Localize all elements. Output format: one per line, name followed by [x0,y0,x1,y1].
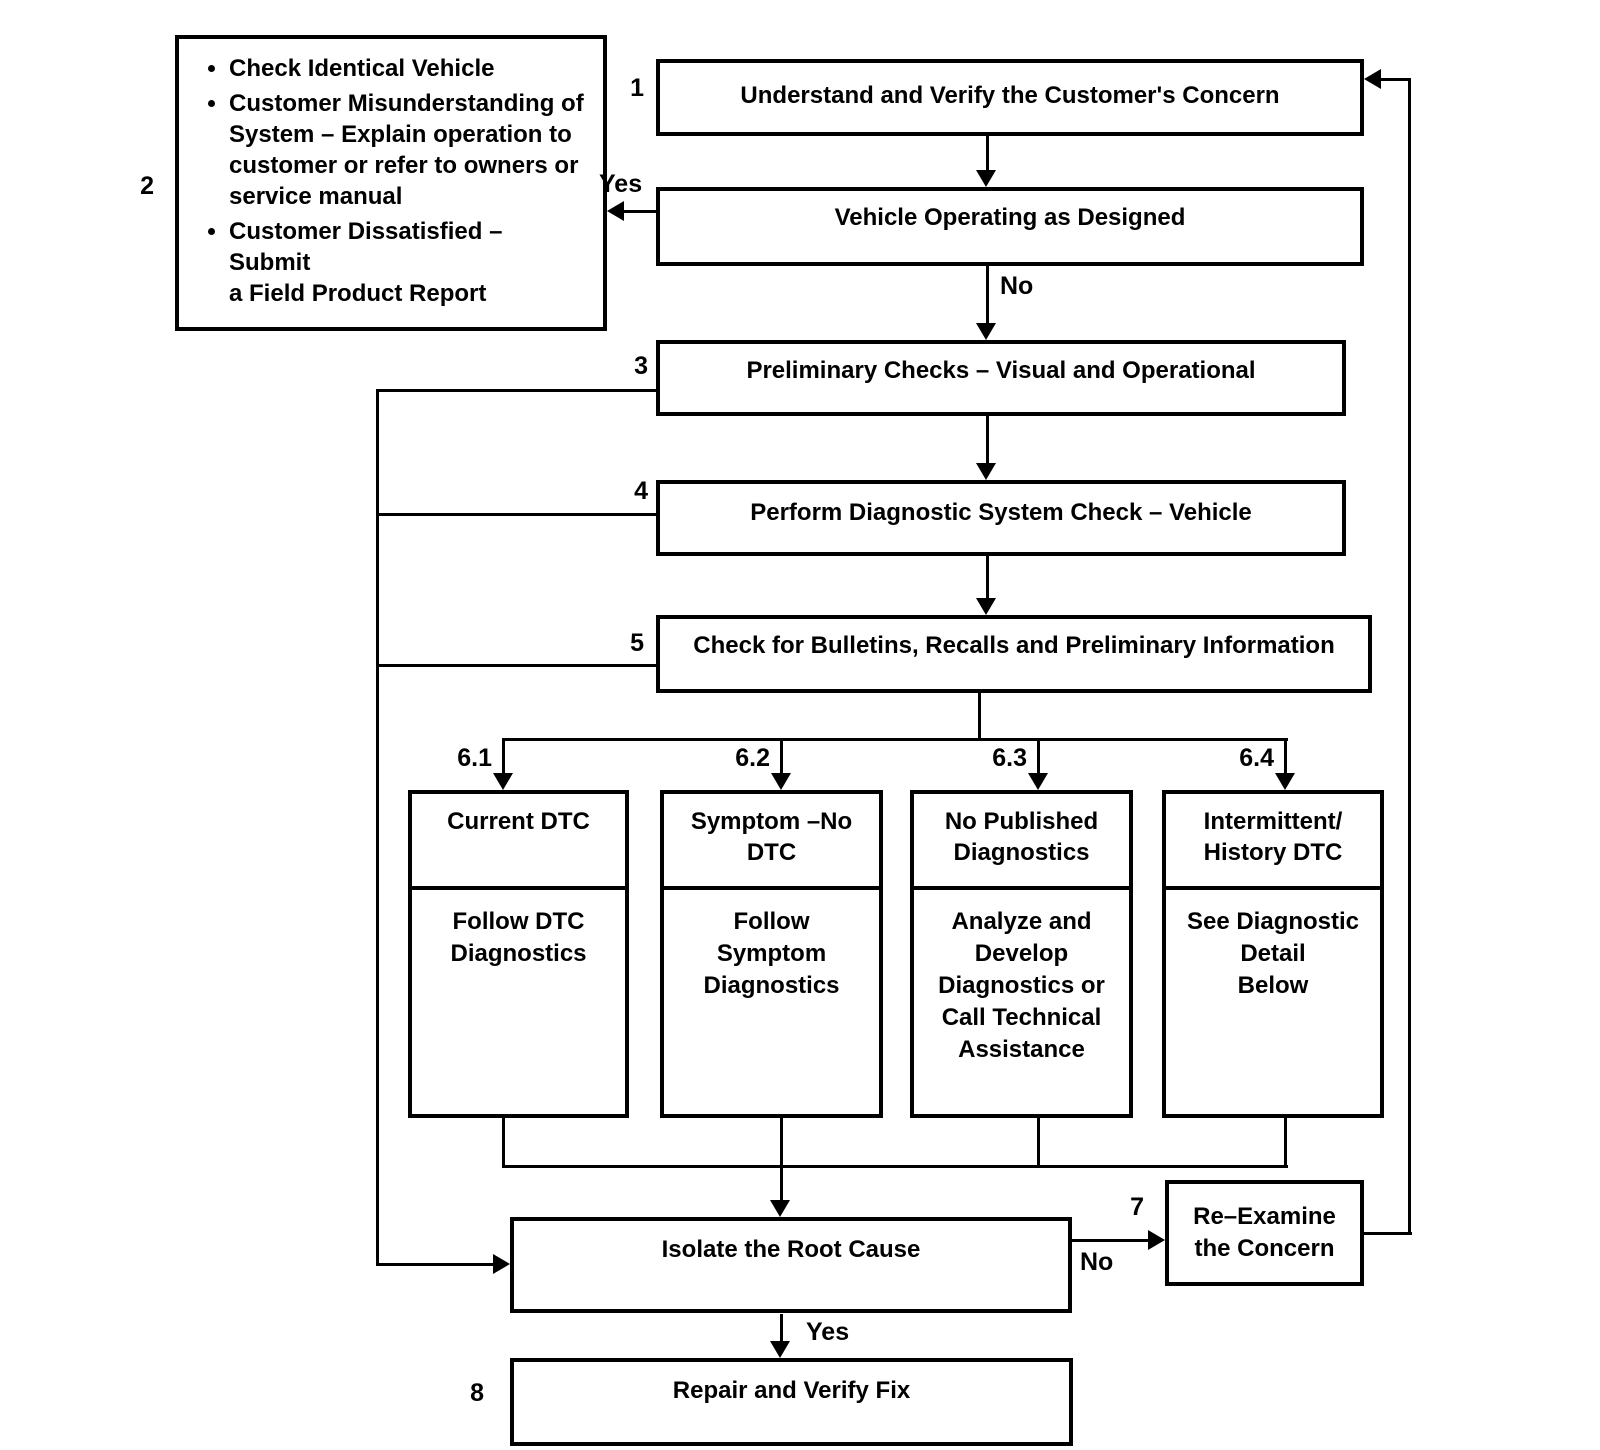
path-header-no-published-diagnostics: No Published Diagnostics [914,794,1129,890]
path-body-follow-symptom-diagnostics: Follow Symptom Diagnostics [703,908,840,999]
step-box-reexamine-concern: Re–Examine the Concern [1165,1180,1364,1286]
step-box-preliminary-checks: Preliminary Checks – Visual and Operatio… [656,340,1346,416]
connector-collector-to-isolate [780,1166,783,1202]
connector-branch-to-path64 [1284,740,1287,774]
step-number-2: 2 [140,172,154,200]
step-number-7: 7 [1130,1193,1144,1221]
connector-syscheck-to-bulletins [986,556,989,599]
advisory-bullet-check-identical-vehicle: Check Identical Vehicle [229,53,589,84]
step-number-1: 1 [630,74,644,102]
advisory-bullet-customer-misunderstanding: Customer Misunderstanding of System – Ex… [229,88,589,212]
edge-label-isolate-yes: Yes [806,1318,850,1346]
connector-branch-to-path62 [780,740,783,774]
arrowhead-branch-to-path63 [1028,773,1048,790]
arrowhead-preliminary-to-syscheck [976,463,996,480]
path-body-follow-dtc-diagnostics: Follow DTC Diagnostics [450,908,587,967]
step-number-4: 4 [634,477,648,505]
connector-rail-to-isolate [376,1263,497,1266]
connector-reexamine-exit [1364,1232,1412,1235]
path-header-current-dtc: Current DTC [412,794,625,890]
arrowhead-operating-no [976,323,996,340]
arrowhead-operating-yes [607,201,624,221]
edge-label-operating-yes: Yes [599,170,643,198]
step-number-8: 8 [470,1379,484,1407]
connector-path62-exit [780,1118,783,1168]
path-box-intermittent-history-dtc: Intermittent/ History DTC See Diagnostic… [1162,790,1384,1118]
connector-branch-to-path61 [502,740,505,774]
connector-operating-no [986,266,989,324]
connector-branch-split-line [502,738,1288,741]
path-body-analyze-develop-diagnostics: Analyze and Develop Diagnostics or Call … [938,908,1105,1063]
step-number-5: 5 [630,629,644,657]
arrowhead-isolate-yes [770,1341,790,1358]
arrowhead-concern-to-operating [976,170,996,187]
path-body-see-diagnostic-detail: See Diagnostic Detail Below [1186,908,1360,999]
arrowhead-branch-to-path64 [1275,773,1295,790]
step-box-diagnostic-system-check: Perform Diagnostic System Check – Vehicl… [656,480,1346,556]
step-box-repair-verify-fix: Repair and Verify Fix [510,1358,1073,1446]
path-header-symptom-no-dtc: Symptom –No DTC [664,794,879,890]
decision-box-isolate-root-cause: Isolate the Root Cause [510,1217,1072,1313]
connector-collector-line [502,1165,1288,1168]
connector-rail-from-preliminary [377,389,656,392]
connector-rail-vertical [376,389,379,1266]
connector-isolate-yes [780,1314,783,1342]
step-number-6-4: 6.4 [1239,744,1274,772]
step-number-6-3: 6.3 [992,744,1027,772]
step-box-understand-concern: Understand and Verify the Customer's Con… [656,59,1364,136]
arrowhead-isolate-no [1148,1230,1165,1250]
arrowhead-collector-to-isolate [770,1200,790,1217]
step-box-check-bulletins: Check for Bulletins, Recalls and Prelimi… [656,615,1372,693]
arrowhead-feedback-to-concern [1364,69,1381,89]
advisory-bullet-list: Check Identical Vehicle Customer Misunde… [179,39,603,309]
arrowhead-branch-to-path61 [493,773,513,790]
path-box-symptom-no-dtc: Symptom –No DTC Follow Symptom Diagnosti… [660,790,883,1118]
connector-path63-exit [1037,1118,1040,1168]
connector-operating-yes [624,210,656,213]
arrowhead-branch-to-path62 [771,773,791,790]
edge-label-operating-no: No [1000,272,1034,300]
connector-concern-to-operating [986,136,989,172]
path-box-no-published-diagnostics: No Published Diagnostics Analyze and Dev… [910,790,1133,1118]
connector-isolate-no [1072,1239,1149,1242]
step-number-3: 3 [634,352,648,380]
arrowhead-rail-to-isolate [493,1254,510,1274]
connector-branch-to-path63 [1037,740,1040,774]
connector-preliminary-to-syscheck [986,416,989,464]
connector-rail-from-bulletins [377,664,656,667]
path-box-current-dtc: Current DTC Follow DTC Diagnostics [408,790,629,1118]
step-number-6-2: 6.2 [735,744,770,772]
connector-path64-exit [1284,1118,1287,1168]
step-number-6-1: 6.1 [457,744,492,772]
connector-bulletins-branch-drop [978,693,981,741]
arrowhead-syscheck-to-bulletins [976,598,996,615]
edge-label-isolate-no: No [1080,1248,1114,1276]
path-header-intermittent-history-dtc: Intermittent/ History DTC [1166,794,1380,890]
connector-feedback-top [1381,78,1411,81]
advisory-note-box: Check Identical Vehicle Customer Misunde… [175,35,607,331]
connector-feedback-vertical [1408,78,1411,1235]
advisory-bullet-customer-dissatisfied: Customer Dissatisfied – Submit a Field P… [229,216,589,309]
decision-box-vehicle-operating-as-designed: Vehicle Operating as Designed [656,187,1364,266]
connector-path61-exit [502,1118,505,1168]
connector-rail-from-syscheck [377,513,656,516]
